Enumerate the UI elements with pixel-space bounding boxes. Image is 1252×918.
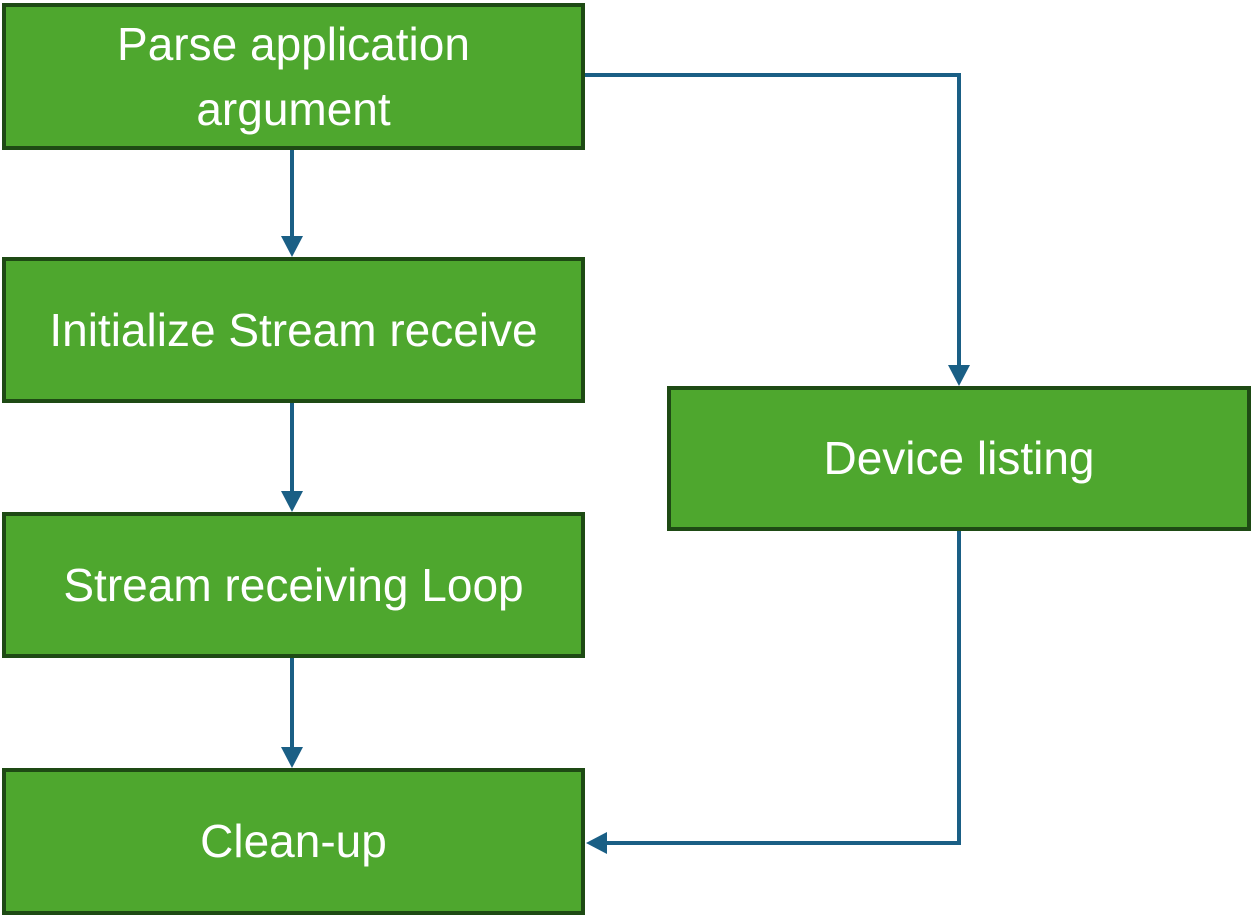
arrow-loop-to-cleanup	[281, 658, 303, 768]
node-label: Stream receiving Loop	[63, 558, 524, 611]
node-device-listing: Device listing	[667, 386, 1251, 531]
node-stream-receiving-loop: Stream receiving Loop	[2, 512, 585, 658]
node-label: Initialize Stream receive	[49, 303, 538, 356]
node-label: Parse application argument	[117, 18, 470, 135]
arrow-init-to-loop	[281, 403, 303, 512]
arrow-device-to-cleanup	[586, 531, 961, 854]
node-label: Clean-up	[200, 815, 387, 868]
arrow-parse-to-device	[585, 73, 970, 386]
node-label: Device listing	[823, 432, 1095, 485]
node-clean-up: Clean-up	[2, 768, 585, 915]
arrow-parse-to-init	[281, 150, 303, 257]
node-initialize-stream-receive: Initialize Stream receive	[2, 257, 585, 403]
node-parse-application-argument: Parse application argument	[2, 3, 585, 150]
